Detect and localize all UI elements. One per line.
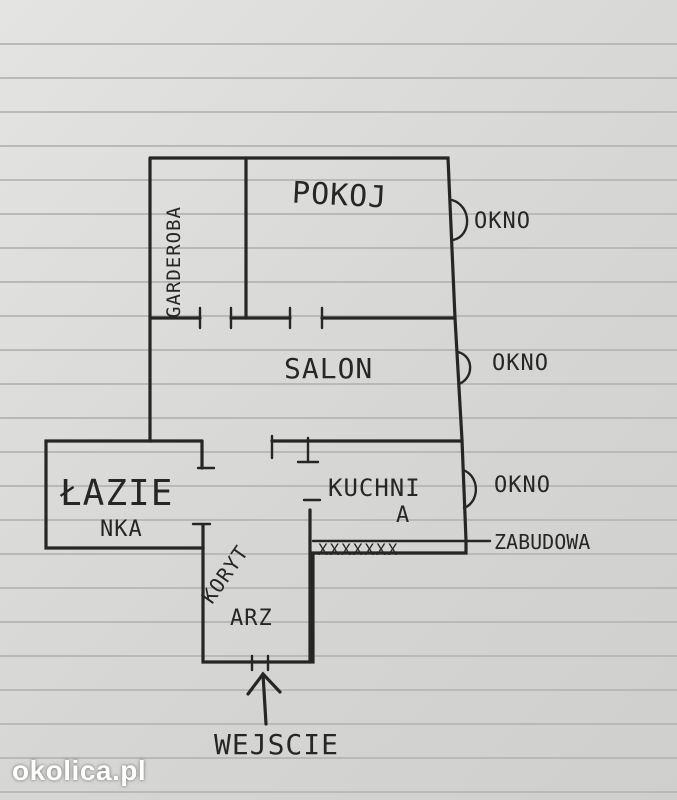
outer-walls	[44, 156, 468, 664]
window-label-1: OKNO	[474, 209, 531, 234]
room-label-kuchnia-2: A	[396, 503, 409, 528]
window-label-2: OKNO	[492, 351, 549, 376]
zabudowa-label: ZABUDOWA	[494, 530, 590, 554]
entrance-label: WEJSCIE	[214, 728, 339, 761]
zabudowa-marks: XXXXXXX	[318, 540, 399, 559]
room-label-kuchnia-1: KUCHNI	[328, 474, 421, 502]
room-label-garderoba: GARDEROBA	[163, 206, 185, 318]
entrance-arrow-icon	[246, 671, 282, 726]
internal-walls	[148, 156, 464, 664]
room-label-korytarz-2: ARZ	[230, 606, 273, 631]
room-label-lazienka-2: NKA	[100, 517, 143, 542]
room-label-korytarz-1: KORYT	[196, 541, 253, 608]
window-marks	[450, 198, 478, 510]
window-label-3: OKNO	[494, 473, 551, 498]
watermark-logo: okolica.pl	[12, 755, 147, 786]
room-label-lazienka-1: ŁAZIE	[59, 473, 173, 514]
room-label-salon: SALON	[284, 352, 373, 385]
room-label-pokoj: POKOJ	[291, 176, 388, 216]
door-marks	[191, 306, 324, 672]
